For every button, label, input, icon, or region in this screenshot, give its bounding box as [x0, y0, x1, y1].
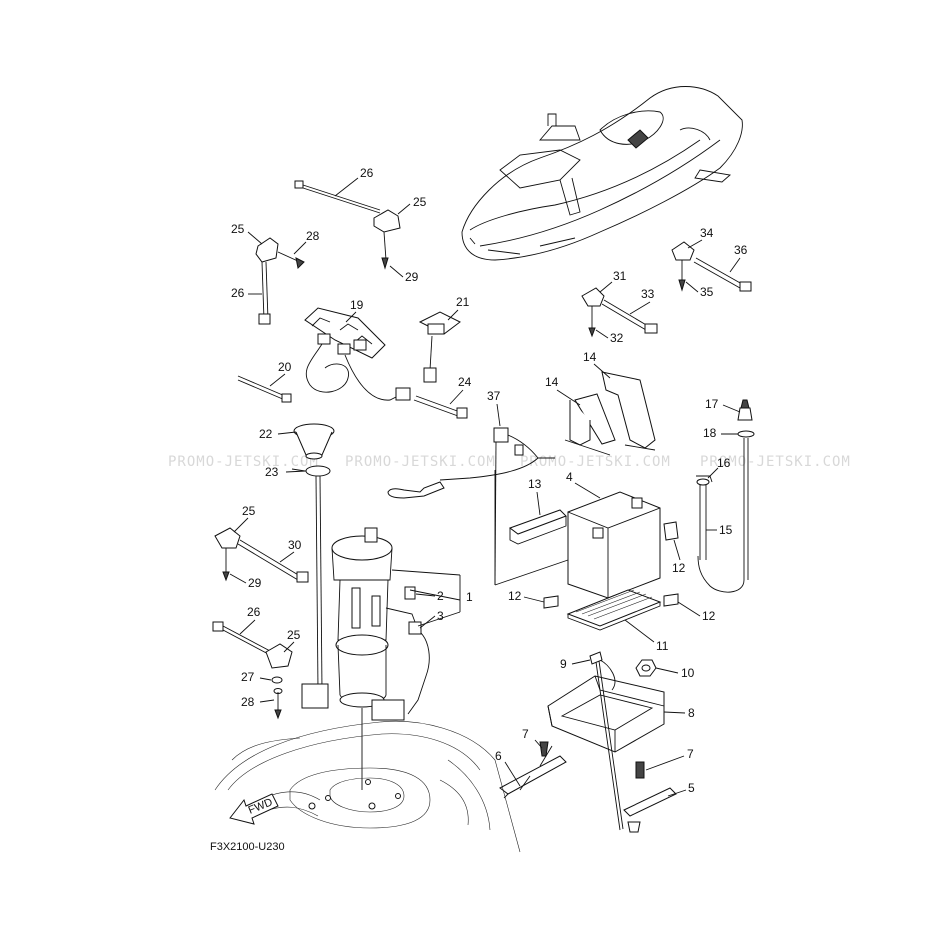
callout-12-left: 12 — [508, 589, 522, 603]
callout-31: 31 — [613, 269, 627, 283]
callout-13: 13 — [528, 477, 542, 491]
callout-29-top: 29 — [405, 270, 419, 284]
battery-4: 4 — [566, 470, 661, 599]
vent-hose-15-18: 17 18 16 15 — [696, 397, 755, 593]
callout-14-left: 14 — [545, 375, 559, 389]
battery-mat-11: 11 — [566, 589, 669, 653]
callout-35: 35 — [700, 285, 714, 299]
callout-26-left: 26 — [231, 286, 245, 300]
callout-30: 30 — [288, 538, 302, 552]
callout-25-mid: 25 — [242, 504, 256, 518]
battery-bands-14: 14 14 — [545, 350, 656, 456]
callout-16: 16 — [717, 456, 731, 470]
watercraft-illustration — [461, 86, 743, 261]
callout-28-top: 28 — [306, 229, 320, 243]
pads-12: 12 12 12 — [508, 521, 716, 623]
callout-24: 24 — [458, 375, 472, 389]
callout-1: 1 — [466, 590, 473, 604]
callout-4: 4 — [566, 470, 573, 484]
watermark-row: PROMO-JETSKI.COM PROMO-JETSKI.COM PROMO-… — [168, 454, 851, 470]
callout-25-left: 25 — [231, 222, 245, 236]
watermark-1: PROMO-JETSKI.COM — [168, 454, 319, 470]
clip-group-right: 31 33 32 34 35 36 — [581, 226, 752, 345]
watermark-4: PROMO-JETSKI.COM — [700, 454, 851, 470]
callout-18: 18 — [703, 426, 717, 440]
callout-23: 23 — [265, 465, 279, 479]
callout-19: 19 — [350, 298, 364, 312]
diagram-code: F3X2100-U230 — [210, 841, 285, 853]
control-unit-19: 19 — [304, 298, 411, 401]
callout-7-right: 7 — [687, 747, 694, 761]
callout-27: 27 — [241, 670, 255, 684]
assembly-lines-battery — [494, 470, 569, 586]
callout-20: 20 — [278, 360, 292, 374]
callout-9: 9 — [560, 657, 567, 671]
callout-10: 10 — [681, 666, 695, 680]
callout-29-mid: 29 — [248, 576, 262, 590]
callout-12-upper: 12 — [672, 561, 686, 575]
callout-25-top: 25 — [413, 195, 427, 209]
callout-26-low: 26 — [247, 605, 261, 619]
callout-5: 5 — [688, 781, 695, 795]
cable-tie-20: 20 — [237, 360, 292, 403]
cable-tie-24: 24 — [413, 375, 472, 419]
fwd-arrow-icon: FWD — [229, 793, 279, 825]
callout-28-low: 28 — [241, 695, 255, 709]
callout-34: 34 — [700, 226, 714, 240]
clip-group-left-low: 26 25 27 28 — [212, 605, 301, 720]
callout-15: 15 — [719, 523, 733, 537]
callout-26-top: 26 — [360, 166, 374, 180]
callout-21: 21 — [456, 295, 470, 309]
fuel-pump-1: 1 2 3 — [301, 527, 473, 790]
callout-33: 33 — [641, 287, 655, 301]
clip-group-left-mid: 25 30 29 — [214, 504, 309, 590]
callout-11: 11 — [656, 639, 669, 653]
callout-17: 17 — [705, 397, 719, 411]
pad-13: 13 — [508, 477, 567, 545]
cable-tie-group-top: 26 25 29 25 28 26 — [231, 166, 427, 325]
callout-36: 36 — [734, 243, 748, 257]
callout-32: 32 — [610, 331, 624, 345]
bracket-6-5-screws-7: 6 7 7 5 — [495, 727, 695, 817]
relay-21: 21 — [418, 295, 470, 383]
callout-2: 2 — [437, 589, 444, 603]
callout-25-low: 25 — [287, 628, 301, 642]
callout-3: 3 — [437, 609, 444, 623]
callout-8: 8 — [688, 706, 695, 720]
callout-7-left: 7 — [522, 727, 529, 741]
watermark-3: PROMO-JETSKI.COM — [520, 454, 671, 470]
grommet-22-clamp-23: 22 23 — [259, 423, 335, 691]
callout-22: 22 — [259, 427, 273, 441]
callout-12-right: 12 — [702, 609, 716, 623]
hull-deck — [214, 721, 521, 853]
battery-tray-8: 8 — [547, 659, 695, 753]
callout-6: 6 — [495, 749, 502, 763]
bolt-9-nut-10: 9 10 — [560, 651, 695, 833]
callout-37: 37 — [487, 389, 501, 403]
callout-14-right: 14 — [583, 350, 597, 364]
watermark-2: PROMO-JETSKI.COM — [345, 454, 496, 470]
